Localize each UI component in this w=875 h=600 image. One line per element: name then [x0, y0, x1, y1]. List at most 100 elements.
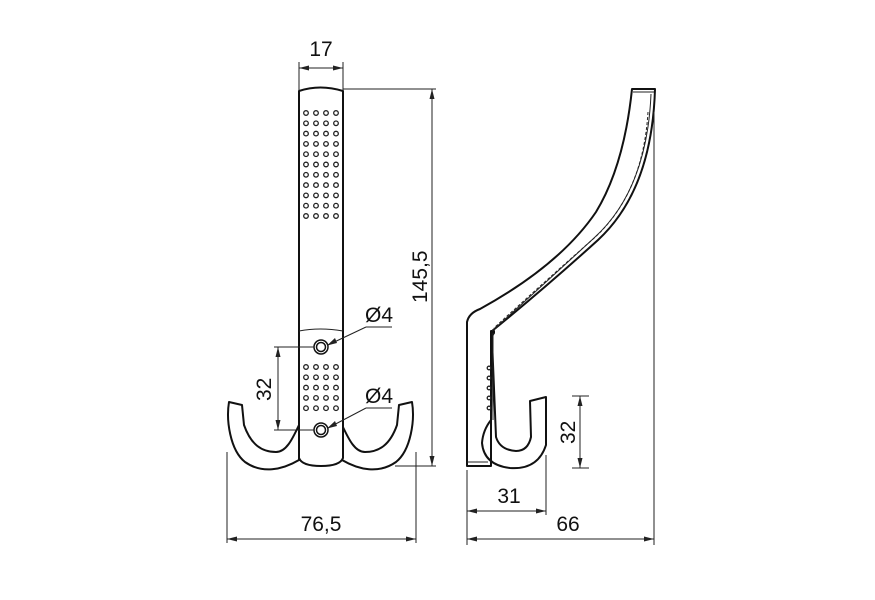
- dimension-total-width: 76,5: [226, 452, 417, 543]
- texture-dot: [333, 394, 339, 401]
- front-view: [227, 86, 414, 471]
- texture-dot: [323, 140, 329, 147]
- texture-dot: [313, 140, 319, 147]
- texture-dot: [333, 110, 339, 116]
- side-texture-dot: [486, 375, 492, 381]
- texture-dot: [303, 182, 309, 189]
- texture-dot: [313, 151, 319, 158]
- texture-dot: [313, 374, 319, 381]
- texture-dot: [313, 394, 319, 401]
- texture-dot: [323, 364, 329, 370]
- side-view: [466, 88, 656, 470]
- texture-dot: [323, 161, 329, 168]
- texture-dot: [323, 202, 329, 209]
- texture-dot: [303, 171, 309, 178]
- texture-dot: [303, 405, 309, 412]
- base-plate-line: [298, 328, 344, 332]
- total-depth-label: 66: [556, 513, 579, 536]
- dimension-hole-diameter-upper: Ø4: [327, 304, 393, 346]
- hole-diameter-upper-label: Ø4: [365, 304, 393, 327]
- dimension-total-height: 145,5: [343, 88, 436, 467]
- texture-dot: [313, 110, 319, 116]
- hole-diameter-lower-label: Ø4: [365, 385, 393, 408]
- side-texture-dot: [486, 395, 492, 401]
- texture-dot: [303, 202, 309, 209]
- side-dot-pattern: [486, 365, 492, 411]
- texture-dot: [323, 120, 329, 127]
- total-height-label: 145,5: [409, 250, 432, 303]
- texture-dot: [303, 140, 309, 147]
- texture-dot: [313, 171, 319, 178]
- lower-mounting-hole: [313, 422, 329, 438]
- upper-dot-pattern: [303, 110, 339, 219]
- texture-dot: [313, 384, 319, 391]
- texture-dot: [333, 202, 339, 209]
- texture-dot: [303, 192, 309, 199]
- texture-dot: [333, 161, 339, 168]
- texture-dot: [323, 151, 329, 158]
- texture-dot: [323, 213, 329, 219]
- dimension-width-top: 17: [298, 38, 344, 90]
- dimension-hole-diameter-lower: Ø4: [327, 385, 393, 429]
- texture-dot: [333, 182, 339, 189]
- hook-height-label: 32: [557, 421, 580, 444]
- texture-dot: [323, 110, 329, 116]
- dimension-hook-height: 32: [557, 395, 589, 469]
- side-profile: [466, 88, 656, 470]
- side-texture-dot: [486, 365, 492, 371]
- texture-dot: [333, 374, 339, 381]
- side-inner-edge-dashed: [493, 111, 649, 329]
- texture-dot: [323, 182, 329, 189]
- texture-dot: [303, 120, 309, 127]
- texture-dot: [333, 120, 339, 127]
- texture-dot: [333, 151, 339, 158]
- texture-dot: [313, 182, 319, 189]
- texture-dot: [303, 110, 309, 116]
- texture-dot: [333, 405, 339, 412]
- texture-dot: [333, 364, 339, 370]
- texture-dot: [313, 364, 319, 370]
- hook-shaft: [298, 86, 344, 467]
- hook-depth-label: 31: [497, 485, 520, 508]
- total-width-label: 76,5: [301, 513, 342, 536]
- texture-dot: [323, 130, 329, 137]
- texture-dot: [323, 192, 329, 199]
- texture-dot: [333, 213, 339, 219]
- texture-dot: [313, 120, 319, 127]
- texture-dot: [303, 161, 309, 168]
- hole-spacing-label: 32: [253, 378, 276, 401]
- texture-dot: [303, 384, 309, 391]
- dimension-total-depth: 66: [467, 112, 655, 545]
- texture-dot: [323, 394, 329, 401]
- texture-dot: [333, 384, 339, 391]
- texture-dot: [303, 394, 309, 401]
- texture-dot: [323, 405, 329, 412]
- texture-dot: [303, 364, 309, 370]
- dimension-hook-depth: 31: [466, 455, 547, 545]
- texture-dot: [313, 130, 319, 137]
- texture-dot: [333, 130, 339, 137]
- texture-dot: [323, 384, 329, 391]
- texture-dot: [333, 171, 339, 178]
- texture-dot: [313, 213, 319, 219]
- width-top-label: 17: [309, 38, 332, 61]
- texture-dot: [333, 192, 339, 199]
- texture-dot: [313, 192, 319, 199]
- right-hook-arm: [341, 401, 414, 471]
- left-hook-arm: [227, 401, 300, 471]
- texture-dot: [323, 171, 329, 178]
- texture-dot: [333, 140, 339, 147]
- texture-dot: [303, 130, 309, 137]
- texture-dot: [313, 405, 319, 412]
- upper-mounting-hole: [313, 339, 329, 355]
- side-texture-dot: [486, 405, 492, 411]
- lower-dot-pattern: [303, 364, 339, 412]
- texture-dot: [313, 202, 319, 209]
- texture-dot: [313, 161, 319, 168]
- texture-dot: [323, 374, 329, 381]
- texture-dot: [303, 374, 309, 381]
- texture-dot: [303, 151, 309, 158]
- side-texture-dot: [486, 385, 492, 391]
- dimension-hole-spacing: 32: [253, 346, 314, 431]
